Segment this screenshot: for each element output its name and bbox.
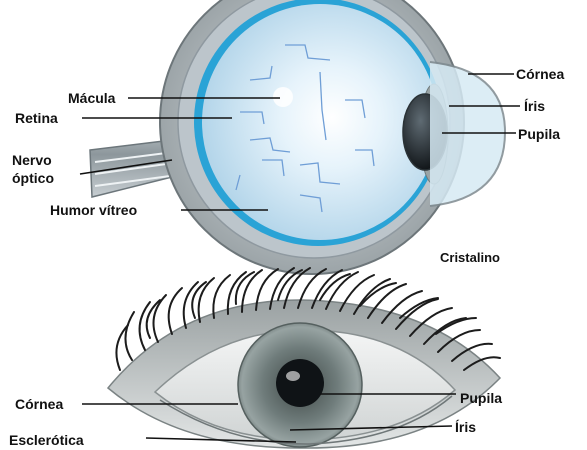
- label-cornea-bottom: Córnea: [15, 396, 63, 412]
- cornea-front: [430, 62, 505, 206]
- pupil-disc: [276, 359, 324, 407]
- label-esclerotica: Esclerótica: [9, 432, 84, 448]
- label-retina: Retina: [15, 110, 58, 126]
- label-nervo-optico-2: óptico: [12, 170, 54, 186]
- pupil-highlight: [286, 371, 300, 381]
- label-cornea-top: Córnea: [516, 66, 564, 82]
- label-macula: Mácula: [68, 90, 116, 106]
- label-cristalino: Cristalino: [440, 250, 500, 265]
- label-humor-vitreo: Humor vítreo: [50, 202, 137, 218]
- label-pupila-top: Pupila: [518, 126, 560, 142]
- eyeball-cross-section: [90, 0, 505, 274]
- label-iris-bottom: Íris: [455, 419, 476, 435]
- label-pupila-bottom: Pupila: [460, 390, 502, 406]
- macula-spot: [273, 87, 293, 107]
- external-eye: [108, 268, 500, 448]
- vitreous-body: [202, 4, 438, 240]
- label-nervo-optico-1: Nervo: [12, 152, 52, 168]
- label-iris-top: Íris: [524, 98, 545, 114]
